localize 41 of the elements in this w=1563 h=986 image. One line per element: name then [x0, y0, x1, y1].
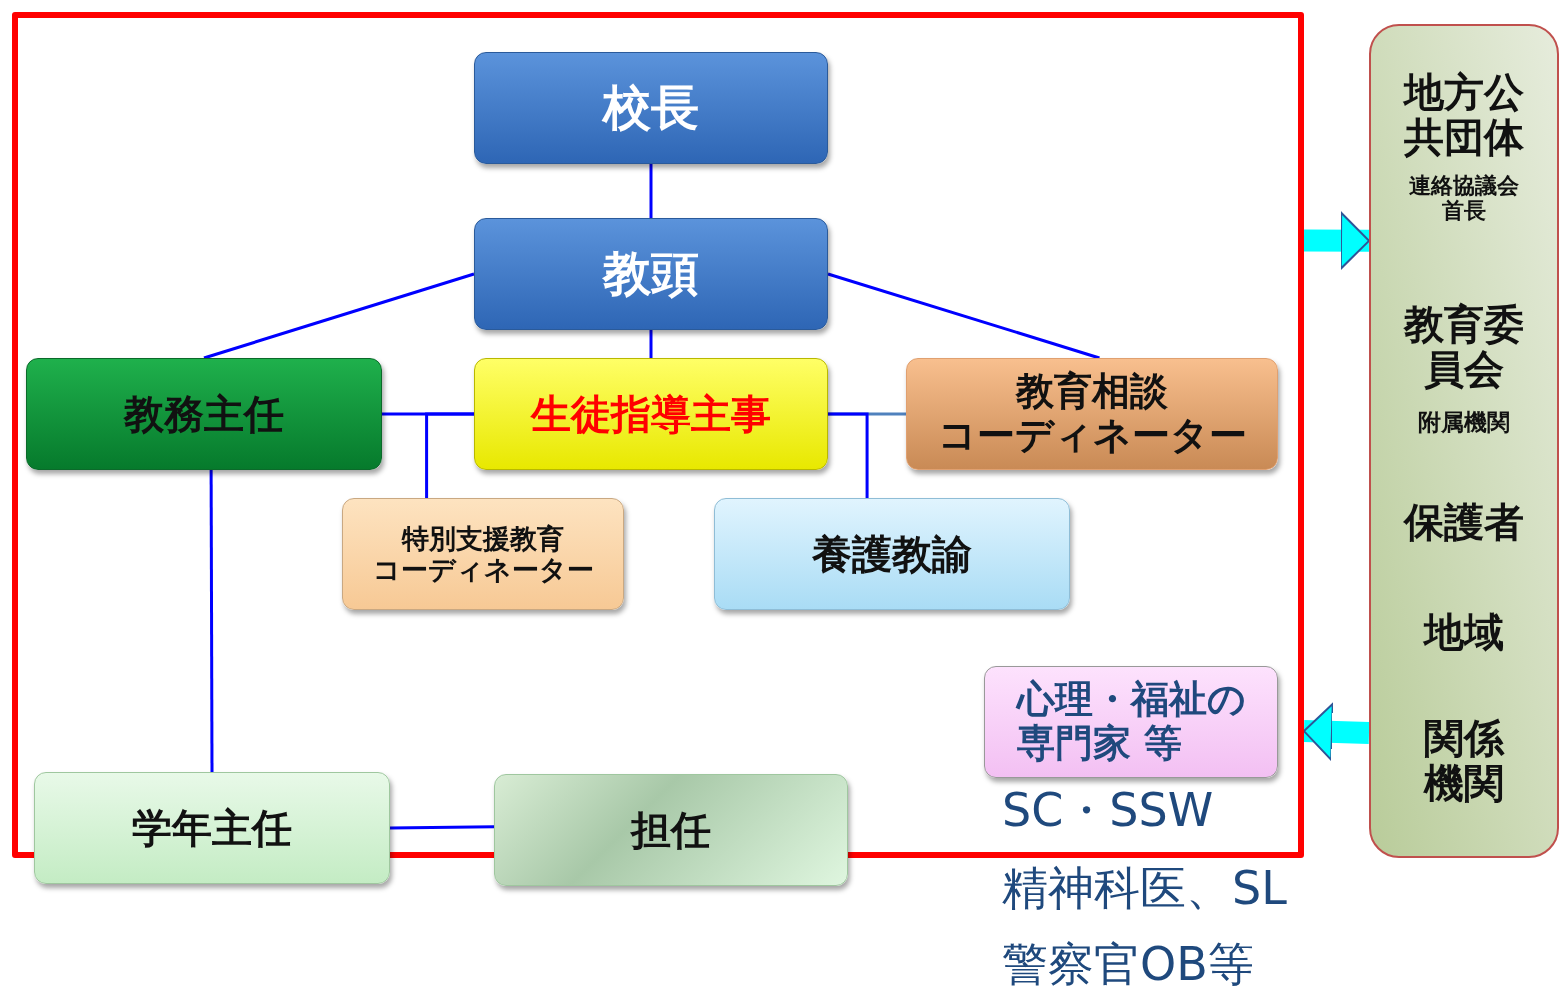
node-label: 教育相談コーディネーター: [936, 370, 1248, 458]
organization-label: 連絡協議会首長: [1408, 174, 1520, 224]
position-box: [34, 772, 390, 884]
position-box: [342, 498, 624, 610]
side-panel: [1369, 24, 1559, 858]
organization-label: 附属機関: [1417, 410, 1511, 436]
node-label: 教務主任: [124, 391, 284, 437]
node-label: 特別支援教育コーディネーター: [371, 522, 595, 586]
organization-label: 保護者: [1402, 500, 1525, 545]
connector-line: [209, 470, 214, 772]
position-box: [984, 666, 1278, 778]
connector-line: [203, 272, 475, 360]
position-box: [474, 218, 828, 330]
connector-line: [649, 330, 653, 358]
node-label: 教頭: [603, 246, 699, 302]
position-box: [26, 358, 382, 470]
organization-label: 地域: [1422, 610, 1505, 655]
organization-label: 地方公共団体: [1402, 70, 1525, 160]
position-box: [474, 358, 828, 470]
node-label: 学年主任: [132, 805, 292, 851]
connector-line: [425, 412, 474, 498]
position-box: [474, 52, 828, 164]
node-label: 担任: [631, 807, 711, 853]
example-text: 警察官OB等: [1002, 936, 1254, 986]
position-box: [714, 498, 1070, 610]
connector-line: [828, 412, 869, 498]
connector-line: [649, 164, 653, 218]
position-box: [494, 774, 848, 886]
position-box: [906, 358, 1278, 470]
node-label: 校長: [603, 80, 699, 136]
block-arrow: [1303, 211, 1370, 270]
example-text: SC・SSW: [1002, 782, 1214, 839]
connector-line: [827, 272, 1100, 360]
example-text: 精神科医、SL: [1002, 860, 1287, 917]
block-arrow: [1303, 702, 1370, 761]
node-label: 生徒指導主事: [531, 391, 771, 437]
node-label: 心理・福祉の専門家 等: [1016, 678, 1246, 766]
connector-line: [389, 825, 495, 830]
organization-label: 関係機関: [1422, 716, 1506, 806]
node-label: 養護教諭: [812, 531, 972, 577]
organization-label: 教育委員会: [1402, 302, 1525, 392]
